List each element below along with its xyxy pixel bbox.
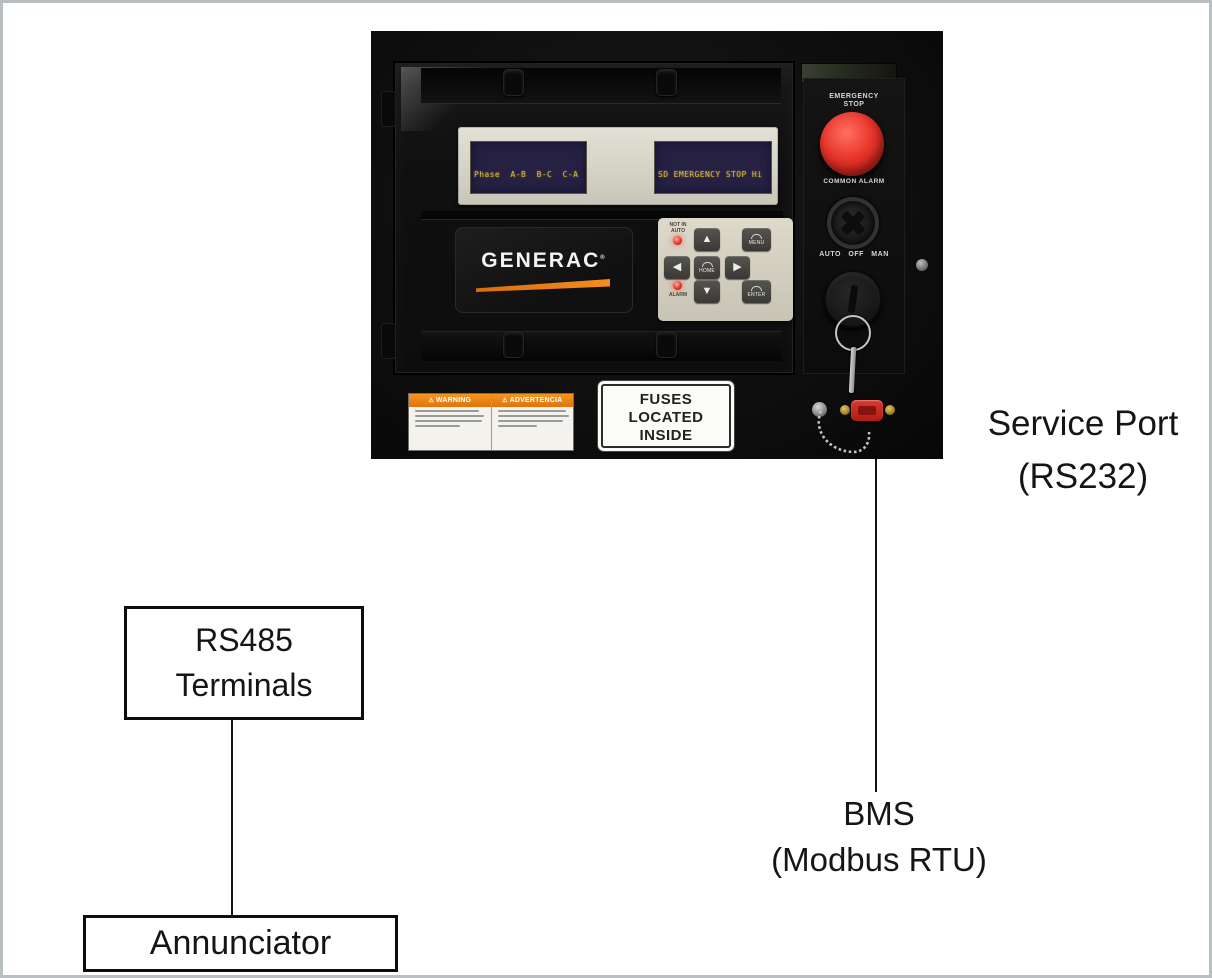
panel-screw	[916, 259, 928, 271]
display-bezel: Phase A-B B-C C-A Volts 0 0 0 Amps 0 0 0…	[458, 127, 778, 205]
fuses-line: INSIDE	[639, 427, 693, 444]
enter-button: ENTER	[742, 280, 771, 303]
registered-mark: ®	[600, 255, 607, 261]
port-screw-right	[885, 405, 895, 415]
warning-triangle-icon: ⚠	[502, 397, 508, 404]
door-latch	[656, 331, 677, 358]
generac-logo-plate: GENERAC®	[455, 227, 633, 313]
warning-triangle-icon: ⚠	[428, 397, 434, 404]
lcd-line: Phase A-B B-C C-A	[474, 170, 579, 180]
brand-name: GENERAC	[481, 249, 601, 272]
blurred-text-line	[497, 415, 570, 417]
bms-text: BMS	[843, 795, 915, 832]
advertencia-header: ⚠ ADVERTENCIA	[491, 394, 573, 407]
service-port-cap	[812, 402, 827, 417]
door-latch	[503, 331, 524, 358]
keypad: NOT IN AUTO ▲ MENU ◀ HOME ▶ ALARM	[658, 218, 793, 321]
up-arrow-button: ▲	[694, 228, 720, 251]
generac-swoosh-icon	[476, 279, 610, 292]
chain-icon	[817, 410, 871, 454]
lcd-metering-display: Phase A-B B-C C-A Volts 0 0 0 Amps 0 0 0…	[470, 141, 587, 194]
emergency-stop-line: EMERGENCY	[829, 93, 879, 100]
right-arrow-button: ▶	[725, 256, 750, 279]
fuses-line: FUSES	[639, 391, 693, 408]
fuses-sticker: FUSES LOCATED INSIDE	[601, 384, 731, 448]
not-in-auto-line: AUTO	[670, 227, 686, 234]
escape-arc-icon	[751, 233, 762, 239]
door-bottom-rail	[421, 331, 781, 361]
rs485-text: RS485	[195, 622, 293, 658]
rs232-service-port	[851, 400, 883, 421]
generac-logo: GENERAC®	[456, 249, 632, 273]
advertencia-header-text: ADVERTENCIA	[509, 397, 563, 404]
enter-button-label: ENTER	[747, 291, 766, 298]
lcd-alarm-display: SD EMERGENCY STOP Hi SD COOLANT LEVEL Lo…	[654, 141, 772, 194]
left-arrow-icon: ◀	[672, 261, 682, 273]
menu-button-label: MENU	[748, 239, 765, 246]
common-alarm-label: COMMON ALARM	[823, 178, 885, 185]
emergency-stop-label: EMERGENCY STOP	[798, 93, 910, 109]
escape-arc-icon	[751, 285, 762, 291]
port-screw-left	[840, 405, 850, 415]
door-latch	[656, 69, 677, 96]
bms-callout: BMS (Modbus RTU)	[748, 791, 1010, 883]
home-button: HOME	[694, 256, 720, 279]
left-arrow-button: ◀	[664, 256, 690, 279]
annunciator-text: Annunciator	[149, 924, 332, 962]
rs485-text: Terminals	[175, 667, 313, 703]
not-in-auto-label: NOT IN AUTO	[662, 222, 694, 234]
blurred-text-line	[415, 420, 482, 422]
alarm-led	[673, 281, 682, 290]
not-in-auto-led	[673, 236, 682, 245]
rs485-terminals-box: RS485 Terminals	[124, 606, 364, 720]
blurred-text-line	[497, 410, 566, 412]
blurred-text-line	[497, 420, 563, 422]
hinge-tab	[381, 91, 396, 127]
key-slot	[847, 284, 859, 314]
not-in-auto-line: NOT IN	[669, 222, 687, 228]
service-port-text: Service Port	[987, 404, 1179, 443]
bms-text: (Modbus RTU)	[771, 841, 987, 878]
blurred-text-line	[497, 425, 537, 427]
hinge-tab	[381, 323, 396, 359]
mode-switch-label: AUTO OFF MAN	[819, 251, 889, 258]
emergency-stop-line: STOP	[843, 101, 865, 108]
down-arrow-icon: ▼	[701, 285, 713, 297]
fuses-line: LOCATED	[628, 409, 704, 426]
door-top-rail	[421, 68, 781, 104]
emergency-stop-button	[820, 112, 884, 176]
annunciator-connector-line	[231, 720, 233, 915]
blurred-text-line	[415, 425, 460, 427]
blurred-text-line	[415, 410, 479, 412]
warning-header-text: WARNING	[435, 397, 472, 404]
annunciator-box: Annunciator	[83, 915, 398, 972]
right-arrow-icon: ▶	[733, 261, 742, 273]
key-ring	[835, 315, 871, 351]
warning-sticker: ⚠ WARNING ⚠ ADVERTENCIA	[408, 393, 574, 451]
blurred-text-line	[415, 415, 485, 417]
home-button-label: HOME	[699, 267, 715, 274]
common-alarm-connector	[827, 197, 879, 249]
up-arrow-icon: ▲	[701, 233, 713, 245]
lcd-line: SD EMERGENCY STOP Hi	[658, 170, 763, 180]
service-port-text: (RS232)	[1017, 457, 1149, 496]
control-panel-photo: Phase A-B B-C C-A Volts 0 0 0 Amps 0 0 0…	[371, 31, 943, 459]
warning-english-column: ⚠ WARNING	[409, 394, 491, 450]
menu-button: MENU	[742, 228, 771, 251]
door-groove	[421, 211, 783, 220]
service-port-callout: Service Port (RS232)	[948, 397, 1209, 503]
warning-header: ⚠ WARNING	[409, 394, 491, 407]
down-arrow-button: ▼	[694, 280, 720, 303]
bms-connector-line	[875, 459, 877, 792]
alarm-label: ALARM	[668, 292, 688, 298]
escape-arc-icon	[701, 261, 713, 267]
warning-spanish-column: ⚠ ADVERTENCIA	[490, 394, 573, 450]
door-latch	[503, 69, 524, 96]
